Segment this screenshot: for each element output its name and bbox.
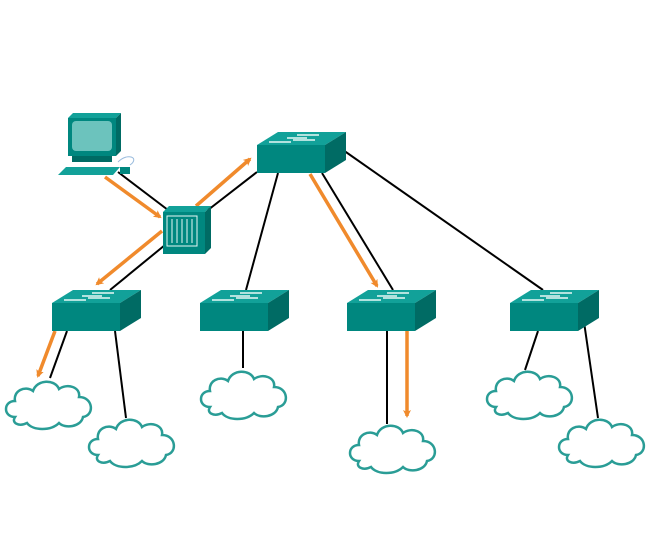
cloud-icon[interactable]: [557, 418, 646, 469]
switch-icon[interactable]: [346, 289, 437, 332]
arrow-icon: [95, 229, 164, 286]
cloud-icon[interactable]: [485, 370, 574, 421]
arrow-icon: [308, 173, 379, 288]
link-firewall-core: [207, 171, 258, 211]
link-switch1-cloud1: [49, 330, 68, 379]
traffic-arrows: [36, 157, 411, 418]
link-pc-firewall: [117, 171, 169, 211]
link-switch4-cloud6: [583, 321, 599, 419]
cloud-icon[interactable]: [87, 418, 176, 469]
core-switch-icon[interactable]: [256, 131, 347, 174]
switch-icon[interactable]: [51, 289, 142, 332]
cloud-icon[interactable]: [199, 370, 288, 421]
arrow-icon: [103, 175, 162, 219]
link-core-switch3: [321, 172, 394, 291]
link-core-switch4: [342, 149, 544, 291]
cloud-icon[interactable]: [348, 424, 437, 475]
link-switch1-cloud2: [114, 330, 127, 419]
switch-icon[interactable]: [199, 289, 290, 332]
switch-icon[interactable]: [509, 289, 600, 332]
arrow-icon: [194, 157, 252, 208]
arrow-icon: [36, 330, 57, 378]
firewall-icon[interactable]: [163, 206, 211, 254]
pc-icon[interactable]: [58, 113, 135, 175]
link-core-switch2: [245, 172, 279, 291]
cloud-icon[interactable]: [4, 380, 93, 431]
link-firewall-switch1: [109, 244, 166, 291]
link-switch4-cloud5: [524, 330, 539, 371]
links: [49, 149, 599, 424]
